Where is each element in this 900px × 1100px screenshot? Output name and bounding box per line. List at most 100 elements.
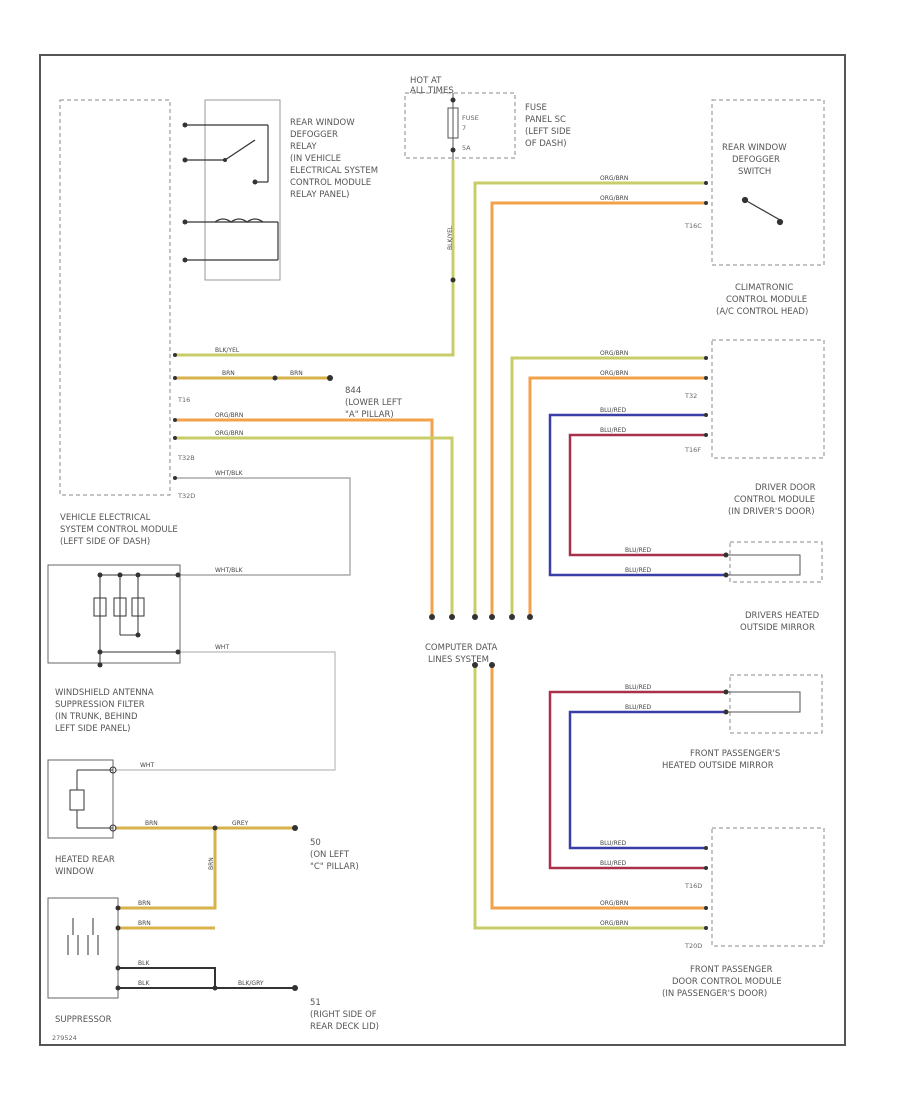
wire-label-brn-rw: BRN	[145, 820, 158, 827]
wire-label-orgbrn-p2: ORG/BRN	[600, 920, 628, 927]
antenna-filter-internals	[93, 574, 178, 665]
ground-844-label-3: "A" PILLAR)	[345, 410, 394, 420]
wire-wht	[115, 651, 336, 771]
switch-label-3: SWITCH	[738, 167, 771, 177]
wire-label-blured-m2: BLU/RED	[625, 567, 652, 574]
pass-door-label-2: DOOR CONTROL MODULE	[672, 977, 782, 987]
antenna-label-4: LEFT SIDE PANEL)	[55, 724, 130, 734]
fuse-number: 7	[462, 124, 466, 132]
wire-label-blk-s1: BLK	[138, 960, 150, 967]
driver-door-label-1: DRIVER DOOR	[755, 483, 816, 493]
fuse-label: FUSE	[462, 114, 479, 122]
wire-brn-suppressor	[118, 828, 217, 910]
climatronic-label-1: CLIMATRONIC	[735, 283, 793, 293]
relay-label-7: RELAY PANEL)	[290, 190, 349, 200]
pass-door-label-3: (IN PASSENGER'S DOOR)	[662, 989, 767, 999]
pass-mirror-label-2: HEATED OUTSIDE MIRROR	[662, 761, 774, 771]
wire-label-blured-p4: BLU/RED	[600, 860, 627, 867]
wire-can-high-vesc	[175, 436, 454, 615]
rear-window-label-1: HEATED REAR	[55, 855, 115, 865]
wire-label-orgbrn-vesc1: ORG/BRN	[215, 412, 243, 419]
connector-t16d: T16D	[684, 882, 702, 890]
climatronic-label-3: (A/C CONTROL HEAD)	[716, 307, 808, 317]
wire-label-blkyel-vert: BLK/YEL	[447, 225, 454, 250]
wire-label-orgbrn-d1: ORG/BRN	[600, 350, 628, 357]
diagram-frame	[39, 54, 846, 1046]
wire-label-whtblk-1: WHT/BLK	[215, 470, 244, 477]
pass-mirror-outline	[729, 674, 823, 734]
fuse-rating: 5A	[462, 144, 471, 152]
connector-t32d: T32D	[177, 492, 195, 500]
fuse-panel-outline	[404, 92, 516, 159]
wire-label-orgbrn-vesc2: ORG/BRN	[215, 430, 243, 437]
wire-label-orgbrn-p1: ORG/BRN	[600, 900, 628, 907]
wire-label-blkyel: BLK/YEL	[215, 347, 240, 354]
can-label-2: LINES SYSTEM	[428, 655, 489, 665]
ground-50-label-1: 50	[310, 838, 321, 848]
ground-51-label-3: REAR DECK LID)	[310, 1022, 379, 1032]
wire-label-blured-d1: BLU/RED	[600, 407, 627, 414]
connector-t16f: T16F	[684, 446, 701, 454]
suppressor-internals	[67, 918, 99, 955]
wire-can-low-driver	[528, 376, 706, 615]
fuse-panel-label-4: OF DASH)	[525, 139, 567, 149]
pass-door-module-outline	[711, 827, 825, 947]
wire-can-low-clima	[490, 201, 706, 615]
relay-label-2: DEFOGGER	[290, 130, 338, 140]
wire-can-low-vesc	[175, 418, 434, 615]
pass-mirror-label-1: FRONT PASSENGER'S	[690, 749, 780, 759]
wire-blkyel-fuse	[175, 160, 455, 357]
suppressor-outline	[47, 897, 119, 999]
rear-window-label-2: WINDOW	[55, 867, 95, 877]
ground-844-label-1: 844	[345, 386, 361, 396]
wire-label-brn-vert: BRN	[208, 857, 215, 870]
ground-50-label-3: "C" PILLAR)	[310, 862, 359, 872]
wire-label-wht-1: WHT	[215, 644, 229, 651]
ground-50-label-2: (ON LEFT	[310, 850, 350, 860]
wire-label-blured-m1: BLU/RED	[625, 547, 652, 554]
wire-label-grey: GREY	[232, 820, 249, 827]
hot-at-label-1: HOT AT	[410, 76, 442, 86]
connector-t16c: T16C	[684, 222, 702, 230]
relay-switch	[185, 124, 279, 261]
wire-can-low-pass	[490, 665, 706, 910]
defogger-switch	[741, 196, 784, 226]
footer-code: 279524	[52, 1034, 77, 1042]
wire-can-high-clima	[473, 181, 706, 615]
wire-can-high-driver	[510, 356, 706, 615]
wire-label-blured-p2: BLU/RED	[625, 704, 652, 711]
wire-label-orgbrn-d2: ORG/BRN	[600, 370, 628, 377]
can-label-1: COMPUTER DATA	[425, 643, 498, 653]
relay-label-6: CONTROL MODULE	[290, 178, 371, 188]
connector-t20d: T20D	[684, 942, 702, 950]
wire-label-orgbrn-c1: ORG/BRN	[600, 175, 628, 182]
driver-mirror-outline	[729, 541, 823, 583]
wire-red-driver-mirror	[568, 433, 724, 557]
wire-can-high-pass	[473, 665, 706, 930]
wire-label-brn-2: BRN	[290, 370, 303, 377]
wire-label-wht-2: WHT	[140, 762, 154, 769]
antenna-filter-outline	[47, 564, 181, 664]
vesc-module-outline	[59, 99, 171, 496]
vesc-label-1: VEHICLE ELECTRICAL	[60, 513, 151, 523]
climatronic-outline	[711, 99, 825, 266]
relay-label-5: ELECTRICAL SYSTEM	[290, 166, 378, 176]
wire-label-blured-p1: BLU/RED	[625, 684, 652, 691]
relay-label-3: RELAY	[290, 142, 317, 152]
relay-label-1: REAR WINDOW	[290, 118, 355, 128]
antenna-label-2: SUPPRESSION FILTER	[55, 700, 145, 710]
vesc-label-3: (LEFT SIDE OF DASH)	[60, 537, 150, 547]
relay-outline	[204, 99, 281, 281]
connector-t16: T16	[177, 396, 190, 404]
rear-window-element	[69, 769, 113, 829]
can-junction-dots	[429, 614, 533, 668]
ground-844-label-2: (LOWER LEFT	[345, 398, 403, 408]
wire-label-blkgry: BLK/GRY	[238, 980, 264, 987]
pass-door-label-1: FRONT PASSENGER	[690, 965, 773, 975]
wire-label-blured-p3: BLU/RED	[600, 840, 627, 847]
connector-t32: T32	[684, 392, 697, 400]
climatronic-label-2: CONTROL MODULE	[726, 295, 807, 305]
driver-door-label-2: CONTROL MODULE	[734, 495, 815, 505]
wire-blu-pass-mirror	[568, 710, 724, 850]
